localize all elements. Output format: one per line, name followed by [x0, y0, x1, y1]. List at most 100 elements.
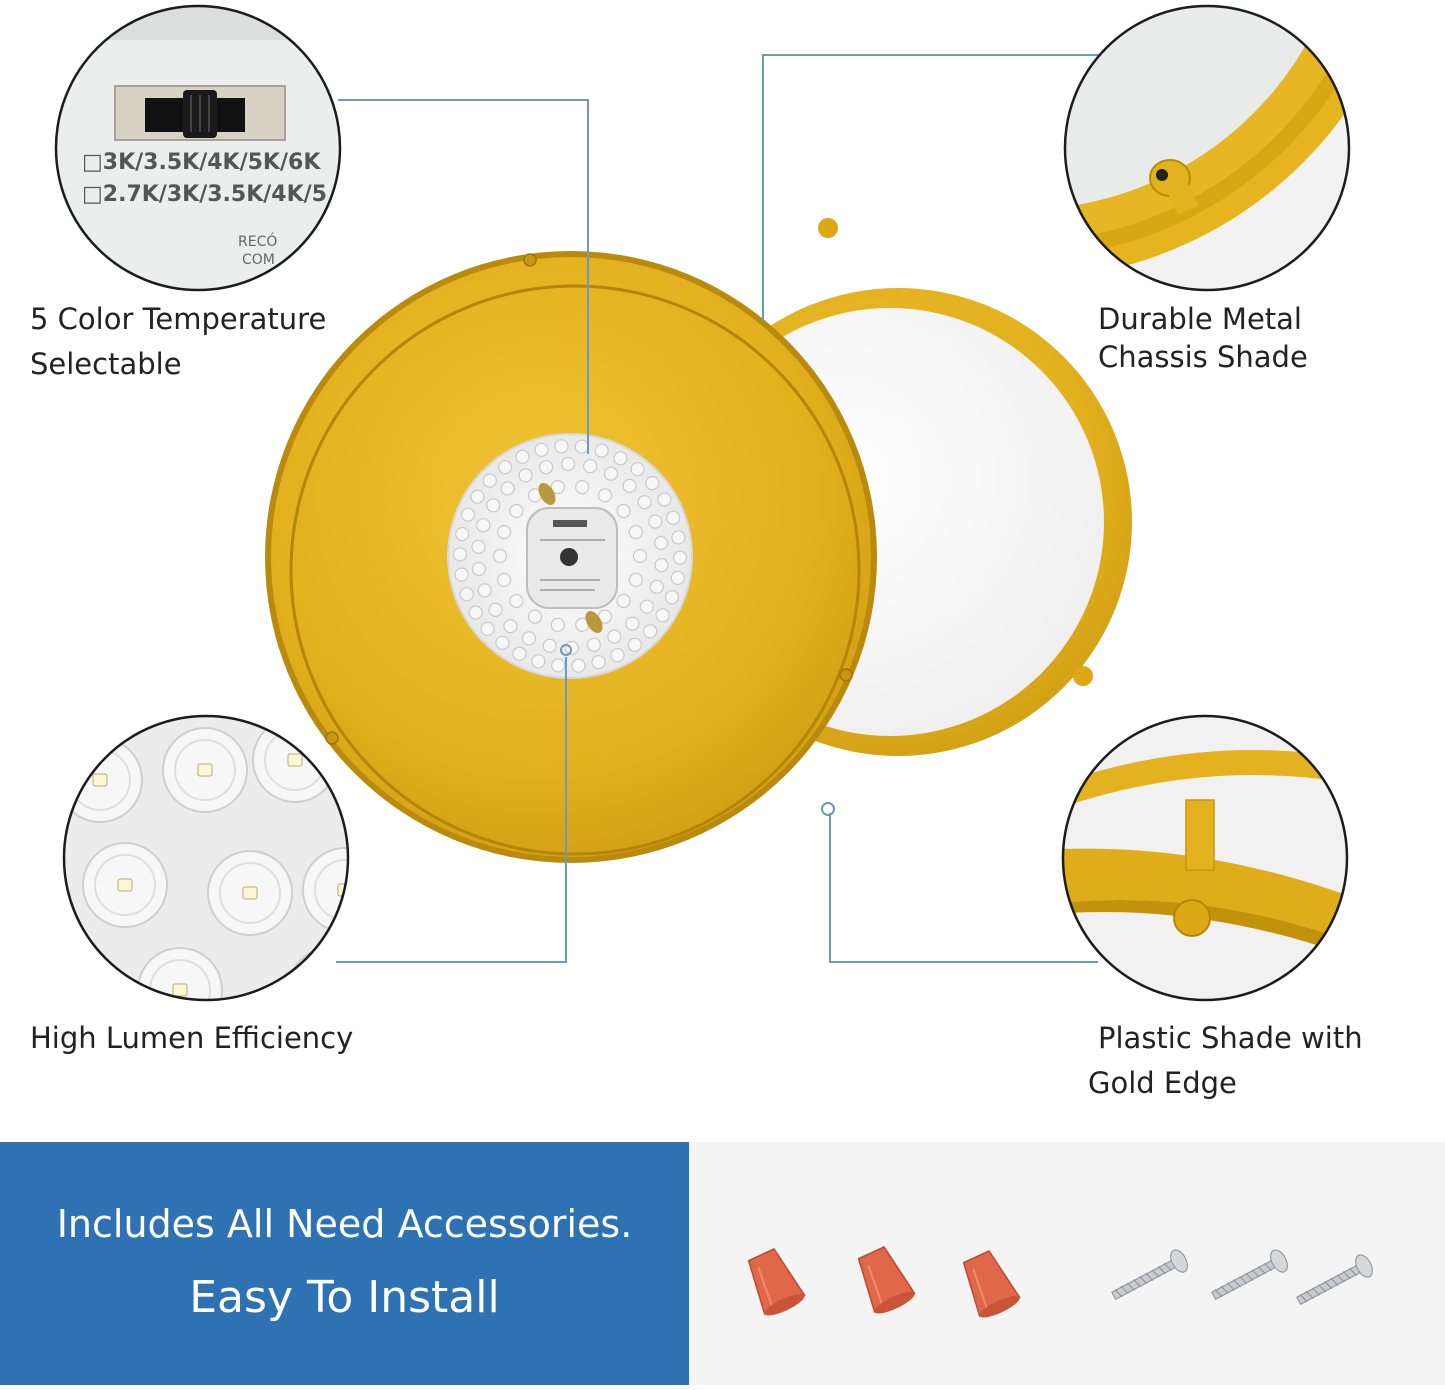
- brand-text-line1: RECÓ: [238, 234, 278, 250]
- led-lens-ring: [174, 739, 236, 801]
- color-temp-label-line1: 5 Color Temperature: [30, 302, 327, 336]
- led-chip: [92, 773, 108, 787]
- led-dot: [527, 609, 543, 624]
- led-dot: [645, 476, 660, 491]
- led-dot: [550, 480, 565, 495]
- switch-option-line1: □3K/3.5K/4K/5K/6K: [82, 150, 321, 175]
- plastic-shade-label-line2: Gold Edge: [1088, 1066, 1237, 1100]
- led-dot: [503, 618, 518, 634]
- led-dot: [632, 548, 648, 564]
- led-dot: [560, 456, 576, 472]
- led-chip: [172, 983, 188, 997]
- led-dot: [625, 616, 640, 631]
- led-dot: [492, 548, 508, 564]
- led-chip: [322, 983, 338, 997]
- led-dot: [613, 451, 628, 466]
- led-dot: [500, 481, 515, 496]
- wire-nut: [962, 1249, 1021, 1318]
- led-dot: [628, 572, 643, 588]
- led-dot: [488, 602, 503, 617]
- metal-chassis-detail-circle: [1063, 4, 1351, 292]
- led-dot: [574, 439, 589, 454]
- led-lens-ring: [299, 959, 348, 1000]
- led-dot: [622, 478, 637, 493]
- led-dot: [616, 593, 631, 609]
- led-dot: [512, 646, 527, 661]
- led-dot: [653, 535, 669, 551]
- led-dot: [607, 629, 622, 644]
- screw: [1211, 1249, 1288, 1300]
- led-dot: [571, 658, 586, 673]
- brand-text-line2: COM: [242, 252, 275, 268]
- led-lens-ring: [219, 862, 281, 924]
- led-dot: [476, 518, 491, 533]
- led-dot: [575, 480, 590, 495]
- led-dot: [495, 635, 510, 650]
- led-dot: [628, 524, 643, 540]
- led-dot: [542, 638, 557, 653]
- led-dot: [639, 599, 654, 614]
- led-dot: [672, 550, 688, 565]
- led-dot: [649, 579, 664, 594]
- led-dot: [538, 460, 554, 475]
- wire-nut: [747, 1247, 806, 1316]
- accessories-banner: Includes All Need Accessories. Easy To I…: [0, 1142, 689, 1385]
- led-dot: [518, 468, 533, 483]
- led-dot: [630, 462, 645, 477]
- led-dot: [648, 514, 663, 529]
- led-dot: [498, 460, 513, 475]
- led-dot: [452, 547, 468, 562]
- led-dot: [591, 655, 606, 670]
- lumen-detail-circle: [62, 714, 350, 1002]
- led-dot: [486, 498, 501, 513]
- led-dot: [459, 587, 474, 602]
- led-dot: [550, 617, 565, 633]
- led-dot: [666, 510, 681, 525]
- metal-chassis-label-line1: Durable Metal: [1098, 302, 1302, 336]
- led-dot: [637, 495, 652, 510]
- screw: [1111, 1249, 1188, 1300]
- metal-chassis-label-line2: Chassis Shade: [1098, 340, 1308, 374]
- led-dot: [603, 466, 619, 481]
- led-dot: [460, 507, 476, 522]
- led-dot: [564, 640, 580, 656]
- wire-nut: [857, 1245, 916, 1314]
- screw: [1296, 1254, 1373, 1305]
- led-dot: [597, 488, 613, 503]
- product-illustration: [54, 4, 1351, 1002]
- led-dot: [583, 459, 598, 474]
- color-temp-label-line2: Selectable: [30, 347, 182, 381]
- led-dot: [509, 593, 524, 609]
- accessories-image: [747, 1245, 1373, 1318]
- banner-line2: Easy To Install: [189, 1272, 500, 1323]
- led-lens-ring: [94, 854, 156, 916]
- switch-option-line2: □2.7K/3K/3.5K/4K/5: [82, 182, 327, 207]
- callout-lines: [336, 54, 1098, 963]
- led-chip: [197, 763, 213, 777]
- led-dot: [670, 570, 685, 586]
- led-chip: [242, 886, 258, 900]
- led-dot: [657, 492, 672, 507]
- led-chip: [117, 878, 133, 892]
- led-lenses: [64, 717, 348, 1000]
- led-dot: [509, 503, 524, 519]
- led-dot: [664, 590, 680, 605]
- led-module: [447, 433, 693, 679]
- led-dot: [610, 648, 625, 663]
- banner-line1: Includes All Need Accessories.: [56, 1202, 633, 1246]
- led-dot: [551, 658, 566, 673]
- led-dot: [594, 443, 609, 458]
- led-dot: [497, 524, 512, 540]
- led-dot: [480, 621, 495, 637]
- led-dot: [468, 605, 483, 620]
- led-dot: [521, 631, 537, 646]
- led-dot: [586, 637, 602, 652]
- led-dot: [531, 654, 546, 669]
- led-dot: [471, 539, 486, 554]
- led-dot: [654, 558, 669, 573]
- led-dot: [482, 473, 497, 488]
- led-dot: [470, 489, 485, 504]
- led-dot: [655, 608, 670, 623]
- led-dot: [534, 442, 549, 457]
- led-chip: [287, 753, 303, 767]
